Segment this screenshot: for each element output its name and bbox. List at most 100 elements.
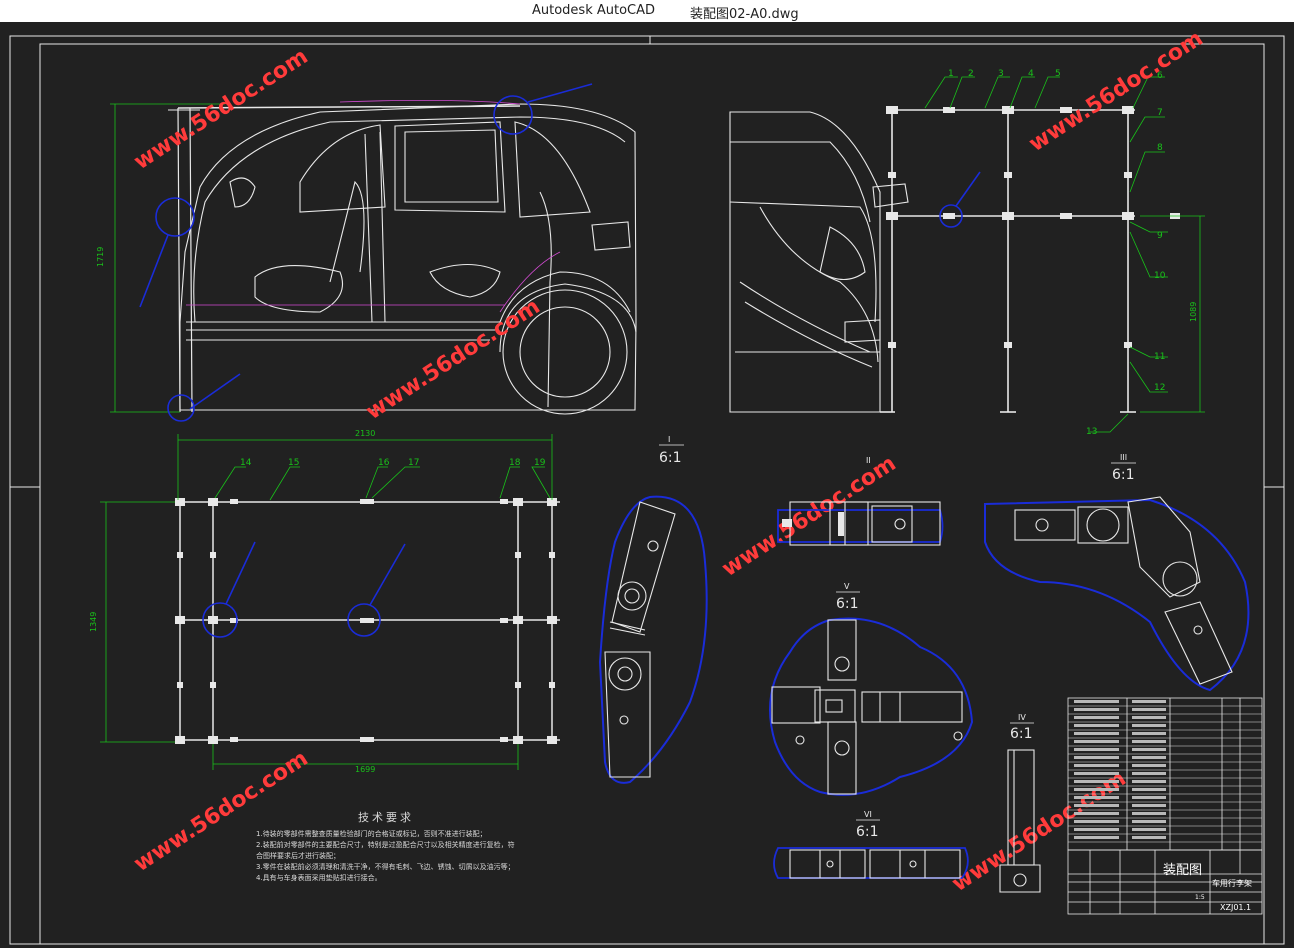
roof-rack-front-view: [880, 109, 1136, 413]
detail-V: V 6:1: [769, 582, 974, 796]
balloon-8: 8: [1157, 143, 1163, 153]
balloon-5: 5: [1055, 69, 1061, 79]
parts-list-cell-text: [1074, 820, 1119, 823]
balloon-15: 15: [288, 458, 299, 468]
parts-list-rows: [1068, 700, 1262, 843]
detail-I-label: I: [668, 435, 670, 444]
watermark-6: www.56doc.com: [948, 766, 1131, 897]
watermark-3: www.56doc.com: [1025, 26, 1208, 157]
detail-II-label: II: [866, 456, 871, 465]
tech-req-line-4: 4.具有与车身表面采用垫贴扣进行接合。: [256, 874, 382, 882]
parts-list-cell-text: [1132, 812, 1166, 815]
parts-list-cell-text: [1074, 756, 1119, 759]
balloon-4: 4: [1028, 69, 1034, 79]
balloon-numbers-front: 1 2 3 4 5 6 7 8 9 10 11 12 13: [948, 69, 1166, 437]
parts-list-cell-text: [1074, 812, 1119, 815]
detail-VI-scale: 6:1: [856, 824, 879, 840]
balloon-3: 3: [998, 69, 1004, 79]
parts-list-cell-text: [1074, 804, 1119, 807]
detail-callouts-plan: [202, 541, 406, 638]
parts-list-cell-text: [1132, 732, 1166, 735]
dim-1699: 1699: [355, 765, 375, 774]
tech-req-heading: 技术要求: [358, 811, 414, 824]
detail-callout-front: [939, 171, 981, 228]
document-title: 装配图02-A0.dwg: [690, 7, 799, 22]
detail-I: I 6:1: [598, 435, 708, 784]
detail-III-scale: 6:1: [1112, 467, 1135, 483]
parts-list-cell-text: [1132, 788, 1166, 791]
dim-1719: 1719: [96, 247, 105, 267]
balloon-numbers-plan: 14 15 16 17 18 19: [240, 458, 546, 468]
parts-list-cell-text: [1132, 804, 1166, 807]
parts-list-cell-text: [1074, 748, 1119, 751]
cad-drawing: 1719: [9, 26, 1285, 945]
balloon-7: 7: [1157, 108, 1163, 118]
title-block: [1067, 849, 1263, 915]
detail-IV-label: IV: [1018, 713, 1026, 722]
parts-list-cell-text: [1132, 820, 1166, 823]
parts-list-cell-text: [1074, 836, 1119, 839]
parts-list-cell-text: [1132, 828, 1166, 831]
detail-IV-scale: 6:1: [1010, 726, 1033, 742]
parts-list-cell-text: [1132, 756, 1166, 759]
title-block-title: 装配图: [1163, 863, 1202, 878]
parts-list-cell-text: [1074, 708, 1119, 711]
balloon-1: 1: [948, 69, 954, 79]
parts-list-cell-text: [1074, 828, 1119, 831]
detail-V-label: V: [844, 582, 850, 591]
watermark-1: www.56doc.com: [130, 44, 313, 175]
balloon-14: 14: [240, 458, 252, 468]
tech-req-line-2: 2.装配前对零部件的主要配合尺寸，特别是过盈配合尺寸以及相关精度进行复检，符合图…: [256, 841, 515, 860]
parts-list-cell-text: [1132, 716, 1166, 719]
parts-list-cell-text: [1074, 788, 1119, 791]
parts-list-cell-text: [1132, 708, 1166, 711]
parts-list-cell-text: [1074, 772, 1119, 775]
parts-list-cell-text: [1074, 780, 1119, 783]
parts-list-cell-text: [1074, 716, 1119, 719]
parts-list-cell-text: [1132, 740, 1166, 743]
balloon-18: 18: [509, 458, 521, 468]
parts-list-cell-text: [1132, 796, 1166, 799]
detail-VI-label: VI: [864, 810, 872, 819]
dim-2130: 2130: [355, 429, 375, 438]
drawing-canvas[interactable]: 1719: [0, 22, 1294, 948]
parts-list-cell-text: [1132, 772, 1166, 775]
balloon-6: 6: [1157, 71, 1163, 81]
balloon-13: 13: [1086, 427, 1097, 437]
parts-list-cell-text: [1074, 700, 1119, 703]
detail-I-scale: 6:1: [659, 450, 682, 466]
parts-list-cell-text: [1074, 724, 1119, 727]
balloon-19: 19: [534, 458, 546, 468]
detail-V-scale: 6:1: [836, 596, 859, 612]
title-block-code: XZJ01.1: [1220, 903, 1251, 912]
inner-border: [39, 43, 1265, 945]
parts-list-cell-text: [1074, 740, 1119, 743]
title-block-scale: 1:5: [1195, 894, 1205, 901]
title-block-product: 车用行李架: [1212, 878, 1252, 888]
balloon-leaders-front: [924, 76, 1205, 433]
detail-III-label: III: [1120, 453, 1127, 462]
vehicle-side-view: [168, 103, 637, 415]
balloon-16: 16: [378, 458, 390, 468]
parts-list-cell-text: [1132, 700, 1166, 703]
window-titlebar: Autodesk AutoCAD 装配图02-A0.dwg: [0, 0, 1294, 23]
detail-IV: IV 6:1: [999, 713, 1041, 893]
parts-list-cell-text: [1132, 780, 1166, 783]
parts-list-cell-text: [1132, 724, 1166, 727]
rack-joints-front: [886, 106, 1180, 348]
parts-list-cell-text: [1074, 732, 1119, 735]
parts-list-cell-text: [1074, 764, 1119, 767]
plan-dimensions: [100, 434, 553, 770]
detail-VI: VI 6:1: [773, 810, 969, 879]
balloon-17: 17: [408, 458, 419, 468]
parts-list-cell-text: [1132, 764, 1166, 767]
plan-joints: [175, 498, 557, 744]
tech-req-line-1: 1.待装的零部件需整查质量检验部门的合格证或标记，否则不准进行装配；: [256, 830, 487, 838]
technical-requirements: 技术要求 1.待装的零部件需整查质量检验部门的合格证或标记，否则不准进行装配； …: [256, 812, 516, 884]
parts-list-cell-text: [1132, 836, 1166, 839]
vehicle-rear-view: [729, 111, 909, 413]
balloon-9: 9: [1157, 231, 1163, 241]
parts-list-cell-text: [1074, 796, 1119, 799]
parts-list-cell-text: [1132, 748, 1166, 751]
watermark-4: www.56doc.com: [718, 451, 901, 582]
